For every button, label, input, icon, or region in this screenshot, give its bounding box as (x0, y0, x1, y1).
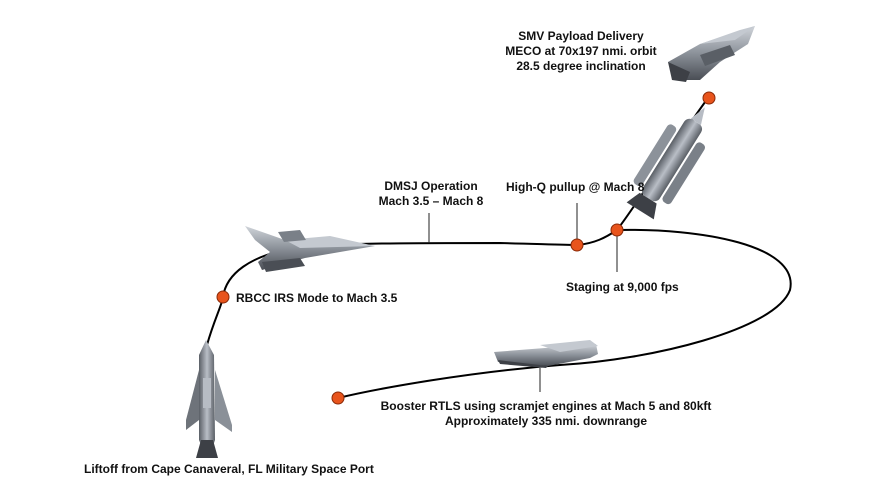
dmsj-operation-label: DMSJ Operation Mach 3.5 – Mach 8 (366, 179, 496, 209)
dmsj-line-1: DMSJ Operation (384, 179, 478, 193)
highq-pullup-label: High-Q pullup @ Mach 8 (506, 180, 645, 194)
marker-staging (610, 223, 624, 237)
marker-rbcc-transition (216, 290, 230, 304)
dmsj-line-2: Mach 3.5 – Mach 8 (378, 194, 484, 208)
rbcc-mode-label: RBCC IRS Mode to Mach 3.5 (236, 291, 398, 305)
booster-stack-icon (626, 107, 706, 220)
launch-vehicle-icon (186, 340, 232, 458)
marker-highq-pullup (570, 238, 584, 252)
smv-line-2: MECO at 70x197 nmi. orbit (505, 44, 657, 58)
hypersonic-aircraft-icon (245, 226, 375, 272)
rtls-line-1: Booster RTLS using scramjet engines at M… (380, 399, 712, 413)
space-plane-icon (668, 26, 755, 82)
smv-line-1: SMV Payload Delivery (518, 29, 644, 43)
ascent-trajectory-line (206, 97, 709, 346)
booster-rtls-label: Booster RTLS using scramjet engines at M… (376, 399, 716, 429)
liftoff-label: Liftoff from Cape Canaveral, FL Military… (84, 462, 374, 476)
smv-line-3: 28.5 degree inclination (516, 59, 646, 73)
staging-label: Staging at 9,000 fps (566, 280, 679, 294)
marker-booster-landing (331, 391, 345, 405)
booster-return-trajectory-line (337, 228, 792, 399)
returning-booster-icon (494, 340, 598, 368)
marker-smv-meco (702, 91, 716, 105)
smv-payload-label: SMV Payload Delivery MECO at 70x197 nmi.… (496, 29, 666, 74)
rtls-line-2: Approximately 335 nmi. downrange (444, 414, 648, 428)
